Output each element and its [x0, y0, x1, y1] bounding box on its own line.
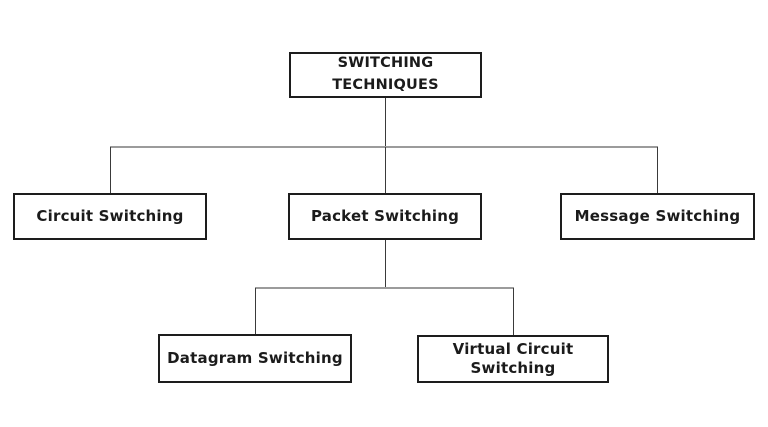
connector-root-to-tier2 [384, 98, 386, 147]
connector-packet-to-tier3 [384, 240, 386, 288]
connector-tier2-horizontal [110, 146, 658, 148]
node-switching-techniques: SWITCHING TECHNIQUES [289, 52, 482, 98]
node-circuit-switching: Circuit Switching [13, 193, 207, 240]
connector-to-packet [384, 147, 386, 193]
connector-to-message [656, 147, 658, 193]
node-packet-switching: Packet Switching [288, 193, 482, 240]
node-virtual-circuit-switching: Virtual Circuit Switching [417, 335, 609, 383]
node-datagram-switching: Datagram Switching [158, 334, 352, 383]
connector-to-datagram [254, 288, 256, 334]
connector-tier3-horizontal [255, 287, 514, 289]
node-message-switching: Message Switching [560, 193, 755, 240]
connector-to-circuit [109, 147, 111, 193]
connector-to-virtual-circuit [512, 288, 514, 335]
